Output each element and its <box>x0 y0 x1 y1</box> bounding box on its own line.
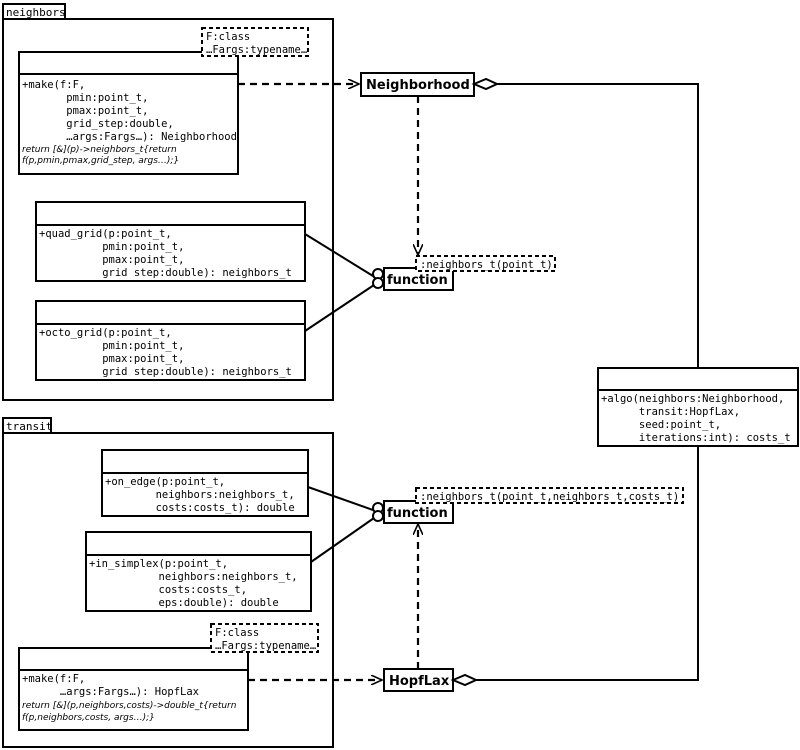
operation-line: +algo(neighbors:Neighborhood, <box>601 393 784 405</box>
neighbors-make-template <box>201 27 309 57</box>
operation-line: +make(f:F, <box>22 79 85 91</box>
realization-socket-icon <box>372 510 384 522</box>
realization-quad-grid <box>304 233 374 277</box>
operation-line: pmin:point_t, <box>39 340 184 352</box>
realization-socket-icon <box>372 277 384 289</box>
function-2-label: function <box>387 506 448 521</box>
in-simplex-header <box>85 531 312 556</box>
octo-grid-body <box>35 323 306 381</box>
transit-make-class[interactable]: F:class …Fargs:typename… +make(f:F, …arg… <box>18 623 319 731</box>
octo-grid-header <box>35 300 306 325</box>
operation-line: +in_simplex(p:point_t, <box>89 558 228 570</box>
function-2-template <box>415 487 684 504</box>
realization-in-simplex <box>310 517 375 563</box>
on-edge-header <box>101 449 309 474</box>
operation-line: costs:costs_t, <box>89 584 247 596</box>
algo-class[interactable]: +algo(neighbors:Neighborhood, transit:Ho… <box>597 367 799 447</box>
neighborhood-class[interactable]: Neighborhood <box>360 72 475 97</box>
package-neighbors-label: neighbors <box>6 6 66 19</box>
neighborhood-label: Neighborhood <box>366 78 470 93</box>
aggregation-diamond-icon <box>471 77 500 91</box>
operation-line: transit:HopfLax, <box>601 406 740 418</box>
template-param-line: …Fargs:typename… <box>215 640 316 652</box>
operation-line: iterations:int): costs_t <box>601 432 791 444</box>
operation-line: …args:Fargs…): HopfLax <box>22 686 199 698</box>
operation-line: …args:Fargs…): Neighborhood <box>22 131 237 143</box>
operation-line: +octo_grid(p:point_t, <box>39 327 172 339</box>
in-simplex-class[interactable]: +in_simplex(p:point_t, neighbors:neighbo… <box>85 531 312 612</box>
template-param-line: F:class <box>215 627 259 639</box>
operation-line: neighbors:neighbors_t, <box>105 489 295 501</box>
neighbors-make-class[interactable]: F:class …Fargs:typename… +make(f:F, pmin… <box>18 27 309 175</box>
quad-grid-class[interactable]: +quad_grid(p:point_t, pmin:point_t, pmax… <box>35 201 306 282</box>
operation-note-line: f(p,neighbors,costs, args…);} <box>22 713 155 723</box>
aggregation-hopflax-algo <box>476 446 699 681</box>
function-1-label: function <box>387 273 448 288</box>
realization-octo-grid <box>304 284 375 332</box>
octo-grid-class[interactable]: +octo_grid(p:point_t, pmin:point_t, pmax… <box>35 300 306 381</box>
function-2-template-label: :neighbors_t(point_t,neighbors_t,costs_t… <box>420 491 679 503</box>
aggregation-diamond-icon <box>450 673 479 687</box>
operation-line: pmax:point_t, <box>39 254 184 266</box>
template-param-line: F:class <box>206 31 250 43</box>
function-interface-2[interactable]: :neighbors_t(point_t,neighbors_t,costs_t… <box>372 487 684 524</box>
transit-make-body <box>18 669 249 731</box>
operation-line: +quad_grid(p:point_t, <box>39 228 172 240</box>
transit-make-template <box>210 623 319 653</box>
operation-line: +on_edge(p:point_t, <box>105 476 225 488</box>
operation-note-line: return [&](p)->neighbors_t{return <box>22 145 177 155</box>
template-param-line: …Fargs:typename… <box>206 44 307 56</box>
operation-line: eps:double): double <box>89 597 279 609</box>
in-simplex-body <box>85 554 312 612</box>
function-1-template <box>415 255 556 272</box>
on-edge-body <box>101 472 309 517</box>
operation-line: grid step:double): neighbors_t <box>39 267 292 279</box>
operation-line: costs:costs_t): double <box>105 502 295 514</box>
operation-line: pmax:point_t, <box>39 353 184 365</box>
operation-line: neighbors:neighbors_t, <box>89 571 298 583</box>
function-1-template-label: :neighbors_t(point_t) <box>420 259 553 271</box>
operation-line: pmin:point_t, <box>22 92 148 104</box>
operation-line: grid step:double): neighbors_t <box>39 366 292 378</box>
quad-grid-body <box>35 224 306 282</box>
operation-note-line: return [&](p,neighbors,costs)->double_t{… <box>22 701 237 711</box>
realization-on-edge <box>307 486 374 511</box>
hopflax-class[interactable]: HopfLax <box>383 668 454 692</box>
operation-note-line: f(p,pmin,pmax,grid_step, args…);} <box>22 156 179 166</box>
quad-grid-header <box>35 201 306 226</box>
package-transit-label: transit <box>6 420 52 433</box>
operation-line: seed:point_t, <box>601 419 721 431</box>
algo-header <box>597 367 799 391</box>
function-interface-1[interactable]: :neighbors_t(point_t) function <box>372 255 556 291</box>
on-edge-class[interactable]: +on_edge(p:point_t, neighbors:neighbors_… <box>101 449 309 517</box>
neighbors-make-body <box>18 73 239 175</box>
operation-line: pmax:point_t, <box>22 105 148 117</box>
operation-line: +make(f:F, <box>22 673 85 685</box>
operation-line: grid_step:double, <box>22 118 174 130</box>
aggregation-neighborhood-algo <box>497 83 699 368</box>
hopflax-label: HopfLax <box>389 674 450 689</box>
operation-line: pmin:point_t, <box>39 241 184 253</box>
